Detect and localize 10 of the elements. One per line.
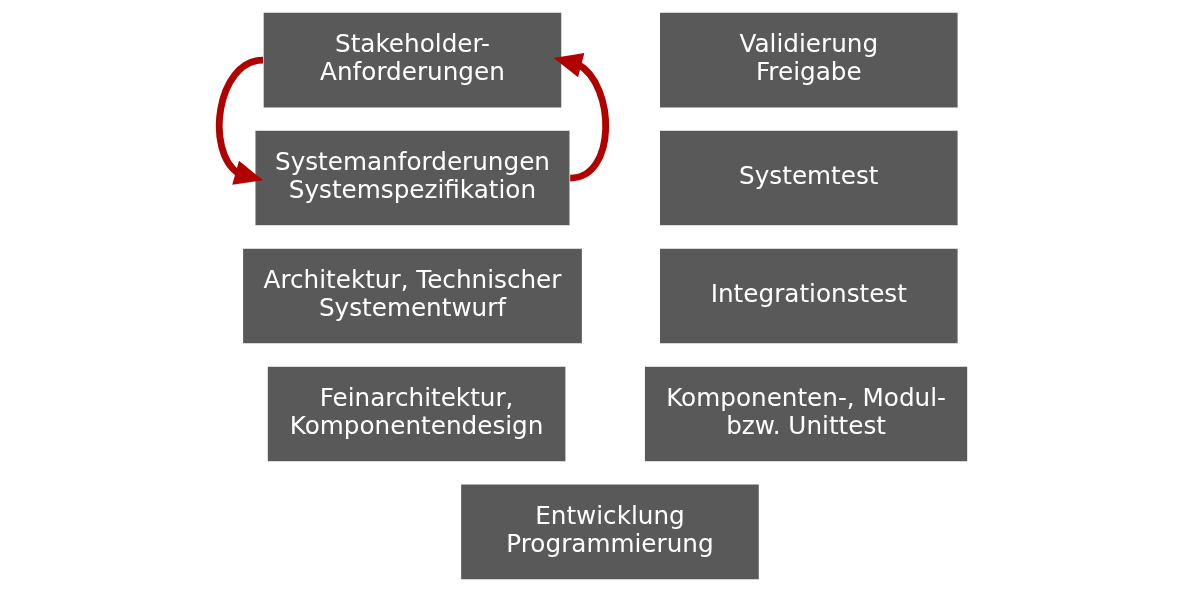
node-box: Architektur, Technischer Systementwurf <box>243 248 582 344</box>
node-box: Entwicklung Programmierung <box>461 484 759 580</box>
node-box: Komponenten-, Modul- bzw. Unittest <box>644 366 968 462</box>
node-box: Stakeholder- Anforderungen <box>263 12 562 108</box>
node-box: Integrationstest <box>660 248 958 344</box>
node-box: Systemtest <box>660 130 958 226</box>
node-box: Validierung Freigabe <box>660 12 958 108</box>
arrow <box>215 56 264 185</box>
node-box: Feinarchitektur, Komponentendesign <box>267 366 566 462</box>
node-box: Systemanforderungen Systemspezifikation <box>255 130 570 226</box>
